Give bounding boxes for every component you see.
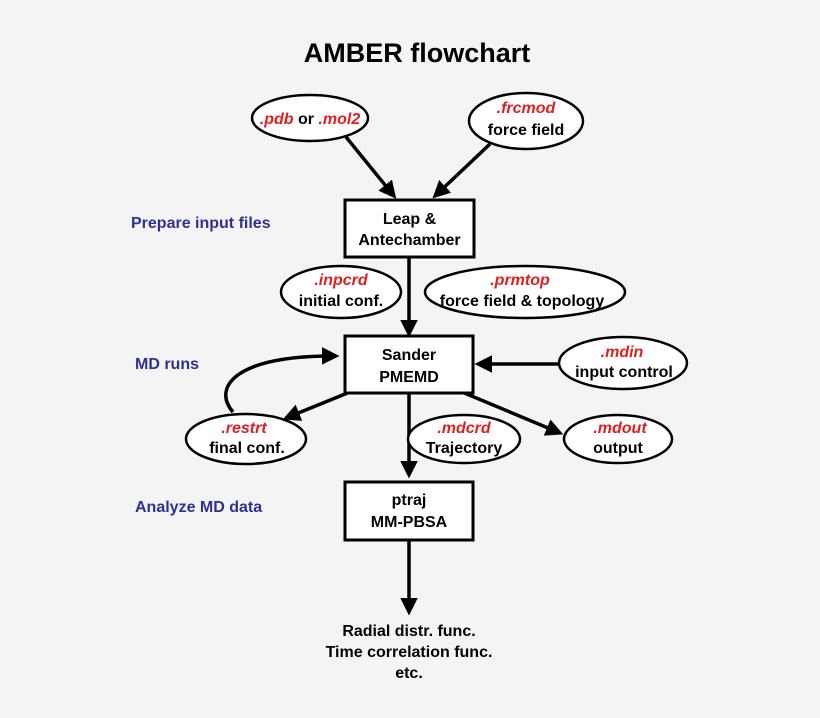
box-ptraj-line2: MM-PBSA (371, 514, 448, 531)
stage-label-prepare: Prepare input files (131, 215, 271, 232)
arrow-sander-to-restrt (282, 390, 351, 421)
result-line1: Radial distr. func. (342, 623, 475, 640)
diagram-title: AMBER flowchart (304, 38, 531, 68)
ext-inpcrd: .inpcrd (314, 272, 369, 289)
ellipse-inpcrd: .inpcrd initial conf. (279, 264, 403, 320)
label-inpcrd: initial conf. (299, 293, 383, 310)
ext-mdout: .mdout (593, 420, 647, 437)
label-prmtop: force field & topology (440, 293, 605, 310)
box-ptraj: ptraj MM-PBSA (343, 480, 475, 542)
arrow-pdb-to-leap (344, 135, 397, 199)
box-sander-line2: PMEMD (379, 369, 439, 386)
box-leap-line1: Leap & (383, 211, 437, 228)
ellipse-frcmod: .frcmod force field (467, 91, 585, 151)
ext-pdb: .pdb (260, 111, 294, 128)
ellipse-pdb: .pdb or .mol2 (250, 93, 370, 143)
box-leap-line2: Antechamber (358, 232, 460, 249)
result-line2: Time correlation func. (326, 644, 493, 661)
ellipse-mdout: .mdout output (562, 413, 674, 465)
ext-mdcrd: .mdcrd (437, 420, 492, 437)
box-leap: Leap & Antechamber (343, 198, 476, 259)
ext-mdin: .mdin (601, 344, 644, 361)
ext-frcmod: .frcmod (497, 100, 557, 117)
results-text: Radial distr. func. Time correlation fun… (326, 623, 493, 682)
ellipse-mdcrd: .mdcrd Trajectory (406, 413, 522, 465)
box-sander-line1: Sander (382, 347, 436, 364)
ellipse-prmtop: .prmtop force field & topology (423, 264, 627, 320)
arrow-frcmod-to-leap (432, 142, 492, 199)
box-ptraj-line1: ptraj (392, 492, 427, 509)
label-mdin: input control (575, 364, 673, 381)
stage-label-analyze: Analyze MD data (135, 499, 262, 516)
ellipse-mdin: .mdin input control (557, 335, 689, 391)
arrow-sander-to-mdout (461, 390, 564, 436)
label-frcmod: force field (488, 122, 564, 139)
label-mdcrd: Trajectory (426, 440, 503, 457)
label-mdout: output (593, 440, 643, 457)
arrow-restrt-loop-to-sander (224, 347, 340, 414)
pdb-or-text: or (294, 111, 319, 128)
ellipse-restrt: .restrt final conf. (184, 412, 308, 466)
ext-mol2: .mol2 (318, 111, 360, 128)
ext-prmtop: .prmtop (490, 272, 550, 289)
ext-restrt: .restrt (221, 420, 267, 437)
label-restrt: final conf. (209, 440, 285, 457)
box-sander: Sander PMEMD (343, 334, 475, 395)
svg-text:.pdb or .mol2: .pdb or .mol2 (260, 111, 361, 128)
result-line3: etc. (395, 665, 423, 682)
connectors (224, 135, 564, 616)
stage-label-md-runs: MD runs (135, 356, 199, 373)
